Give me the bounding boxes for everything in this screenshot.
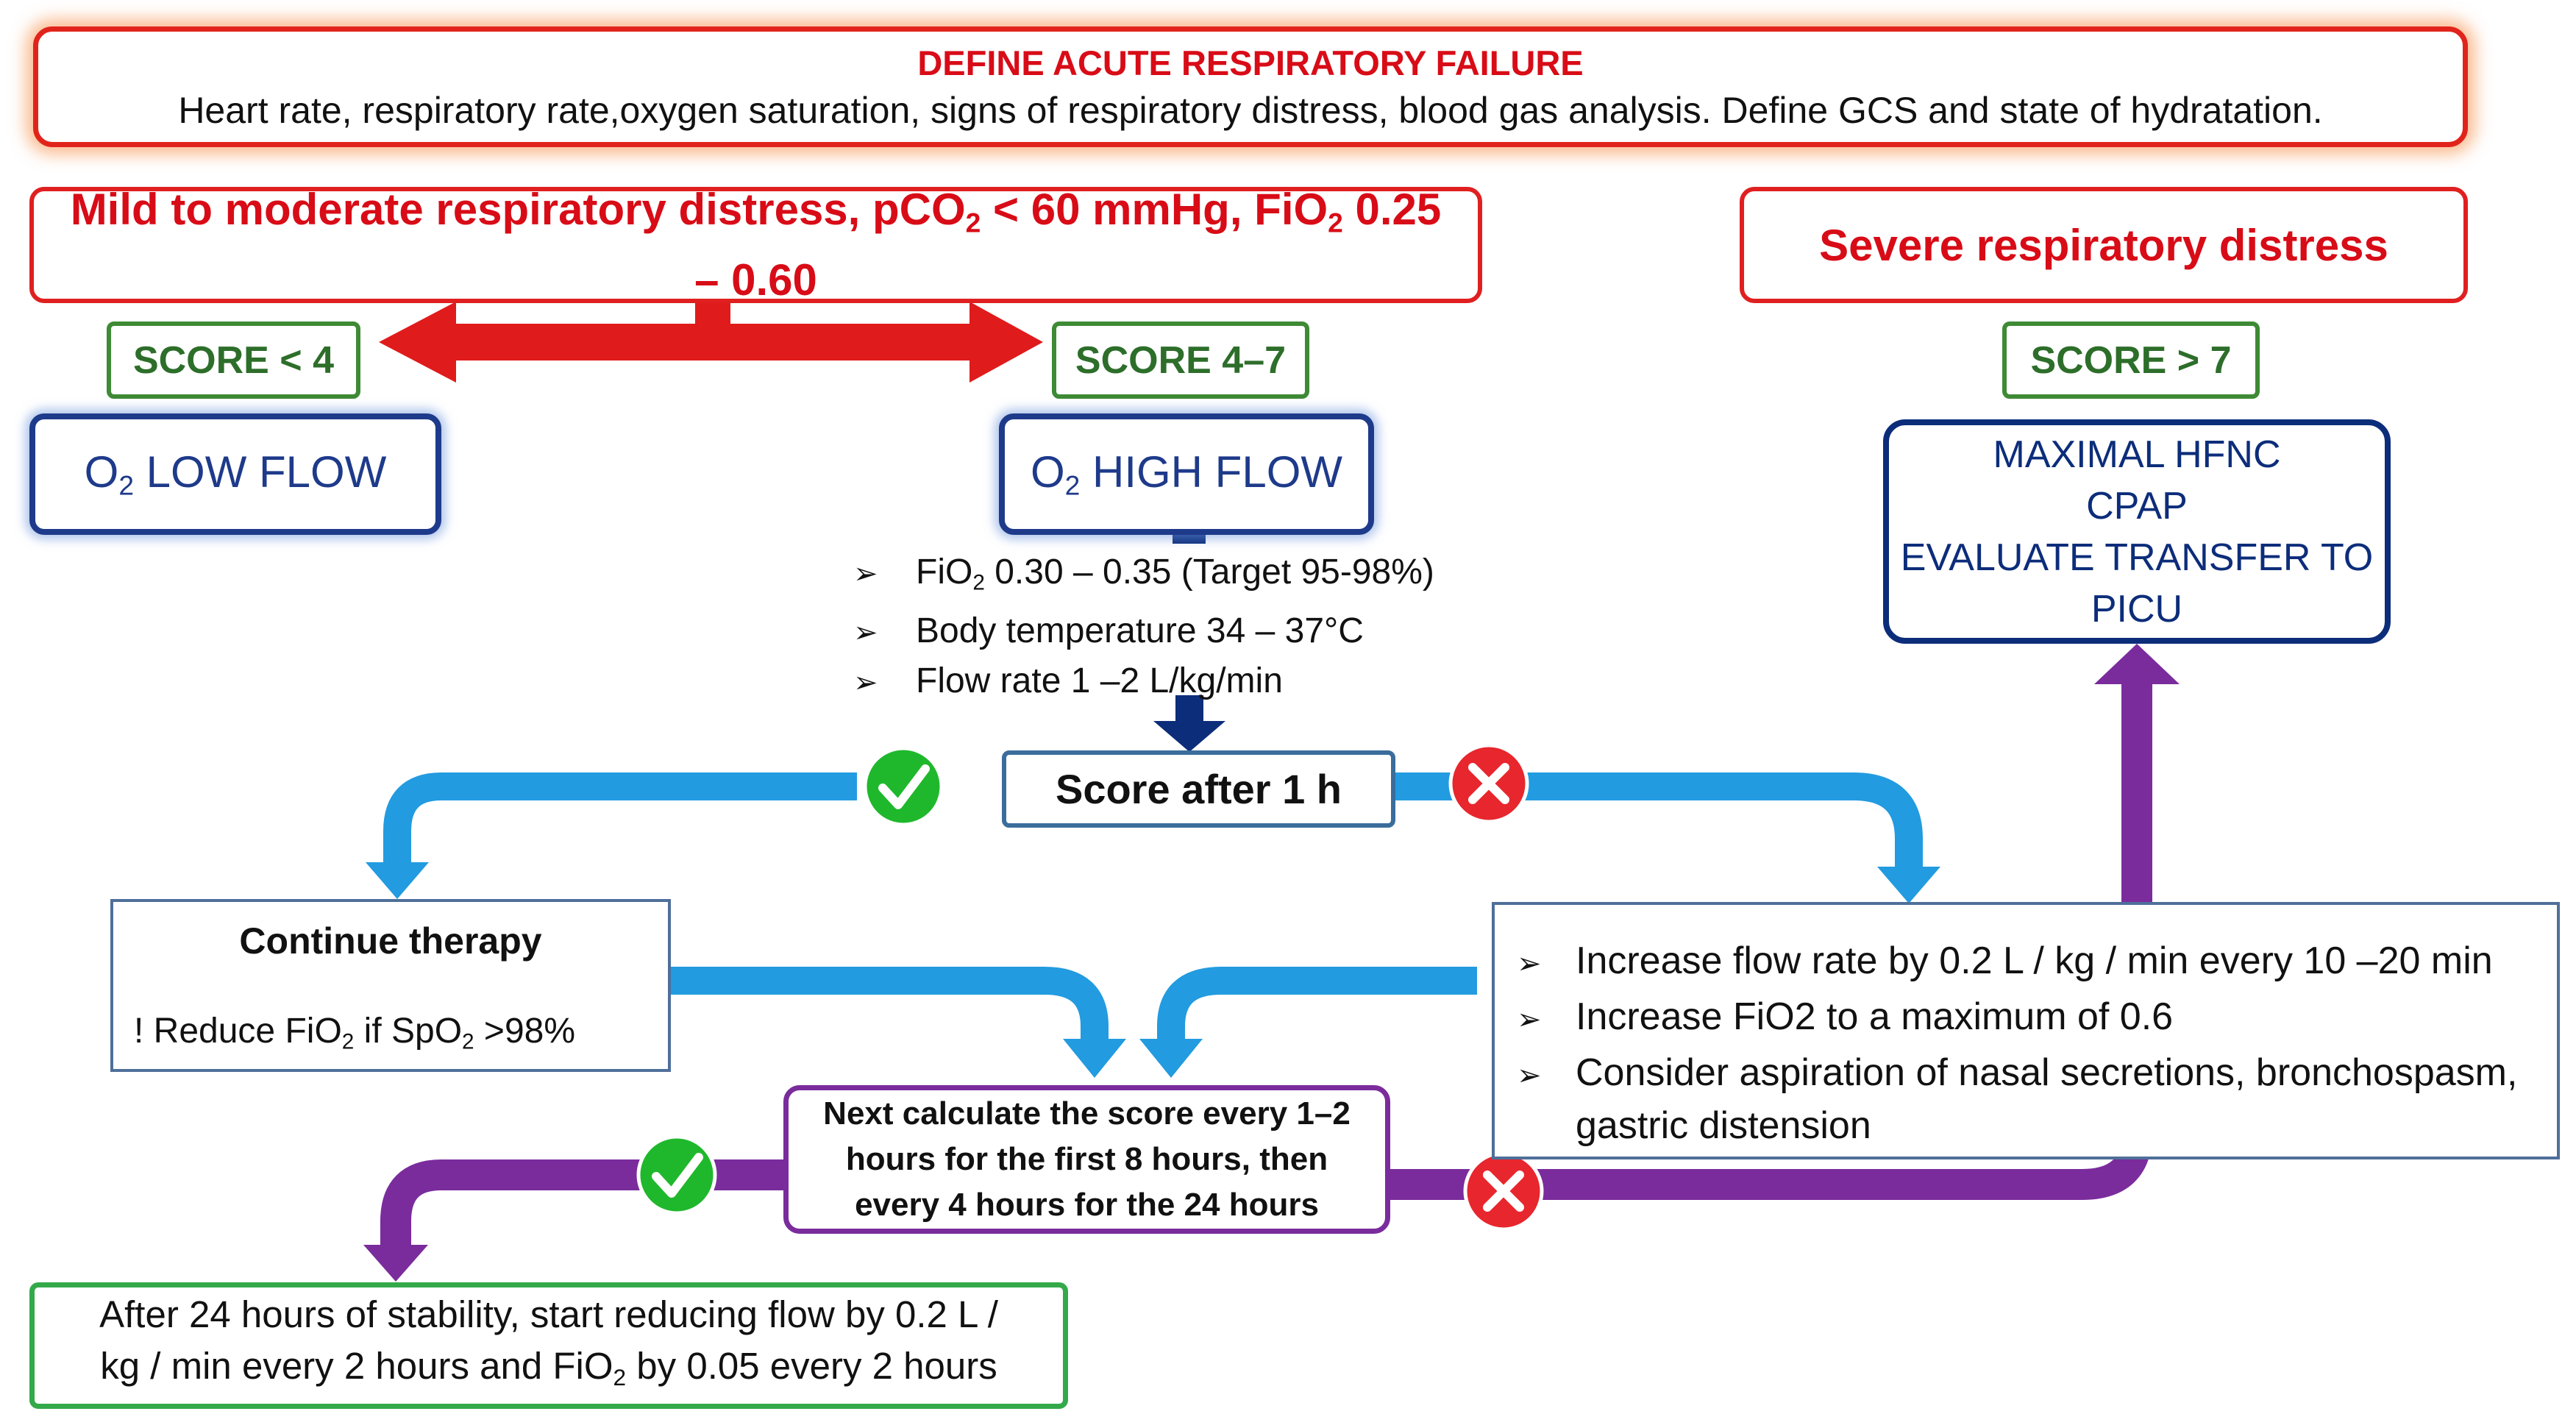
score-mid-label: SCORE 4–7 — [1075, 338, 1287, 382]
continue-therapy-box: Continue therapy ! Reduce FiO2 if SpO2 >… — [110, 899, 671, 1072]
check-icon — [636, 1134, 717, 1215]
blue-arrowheads — [366, 862, 1940, 1078]
setting-fio2: ➢ FiO2 0.30 – 0.35 (Target 95-98%) — [853, 548, 1434, 607]
stability-line-1: After 24 hours of stability, start reduc… — [99, 1293, 998, 1335]
setting-flow: ➢ Flow rate 1 –2 L/kg/min — [853, 657, 1434, 707]
maximal-line: MAXIMAL HFNC — [1993, 433, 2281, 476]
o2-low-flow-box: O2 LOW FLOW — [29, 413, 441, 535]
define-text: Heart rate, respiratory rate,oxygen satu… — [178, 89, 2323, 131]
continue-therapy-note: ! Reduce FiO2 if SpO2 >98% — [134, 1012, 576, 1054]
increase-item: ➢ Consider aspiration of nasal secretion… — [1517, 1046, 2550, 1152]
define-title: DEFINE ACUTE RESPIRATORY FAILURE — [917, 43, 1584, 82]
mild-distress-box: Mild to moderate respiratory distress, p… — [29, 185, 1482, 305]
navy-down-arrow — [1153, 535, 1225, 752]
score-low-label: SCORE < 4 — [132, 338, 335, 382]
setting-temperature: ➢ Body temperature 34 – 37°C — [853, 607, 1434, 657]
o2-high-flow-label: O2 HIGH FLOW — [1030, 447, 1343, 501]
increase-item: ➢ Increase flow rate by 0.2 L / kg / min… — [1517, 934, 2550, 990]
mild-distress-label: Mild to moderate respiratory distress, p… — [70, 185, 1442, 305]
maximal-hfnc-box: MAXIMAL HFNC CPAP EVALUATE TRANSFER TO P… — [1883, 419, 2391, 644]
red-double-arrow — [379, 302, 1043, 383]
next-calculation-box: Next calculate the score every 1–2 hours… — [783, 1085, 1390, 1234]
score-high-box: SCORE > 7 — [2002, 322, 2260, 399]
next-calc-line: hours for the first 8 hours, then — [845, 1141, 1328, 1177]
bullet-arrow-icon: ➢ — [1517, 1059, 1542, 1092]
define-failure-box: DEFINE ACUTE RESPIRATORY FAILURE Heart r… — [33, 26, 2468, 147]
severe-distress-box: Severe respiratory distress — [1740, 187, 2468, 303]
maximal-line: PICU — [2091, 587, 2183, 630]
score-mid-box: SCORE 4–7 — [1052, 322, 1309, 399]
high-flow-settings: ➢ FiO2 0.30 – 0.35 (Target 95-98%) ➢ Bod… — [853, 548, 1434, 707]
stability-box: After 24 hours of stability, start reduc… — [29, 1282, 1068, 1409]
increase-item: ➢ Increase FiO2 to a maximum of 0.6 — [1517, 990, 2550, 1046]
next-calc-line: Next calculate the score every 1–2 — [823, 1095, 1351, 1132]
bullet-arrow-icon: ➢ — [1517, 948, 1542, 980]
maximal-line: EVALUATE TRANSFER TO — [1900, 536, 2374, 579]
o2-high-flow-box: O2 HIGH FLOW — [999, 413, 1374, 535]
cross-icon — [1463, 1151, 1544, 1232]
bullet-arrow-icon: ➢ — [1517, 1003, 1542, 1036]
cross-icon — [1448, 743, 1529, 824]
check-icon — [863, 746, 944, 827]
score-after-1h-label: Score after 1 h — [1055, 766, 1342, 812]
bullet-arrow-icon: ➢ — [853, 558, 878, 590]
next-calc-line: every 4 hours for the 24 hours — [855, 1187, 1319, 1223]
score-after-1h-box: Score after 1 h — [1002, 750, 1395, 828]
stability-line-2: kg / min every 2 hours and FiO2 by 0.05 … — [100, 1344, 997, 1390]
severe-distress-label: Severe respiratory distress — [1819, 220, 2388, 270]
score-low-box: SCORE < 4 — [107, 322, 360, 399]
continue-therapy-title: Continue therapy — [239, 920, 542, 962]
bullet-arrow-icon: ➢ — [853, 617, 878, 650]
bullet-arrow-icon: ➢ — [853, 667, 878, 700]
blue-arrows — [383, 772, 1923, 1041]
maximal-line: CPAP — [2086, 484, 2188, 527]
o2-low-flow-label: O2 LOW FLOW — [84, 447, 387, 501]
score-high-label: SCORE > 7 — [2030, 338, 2232, 382]
purple-arrowheads — [363, 644, 2180, 1282]
increase-actions-box: ➢ Increase flow rate by 0.2 L / kg / min… — [1492, 902, 2560, 1159]
